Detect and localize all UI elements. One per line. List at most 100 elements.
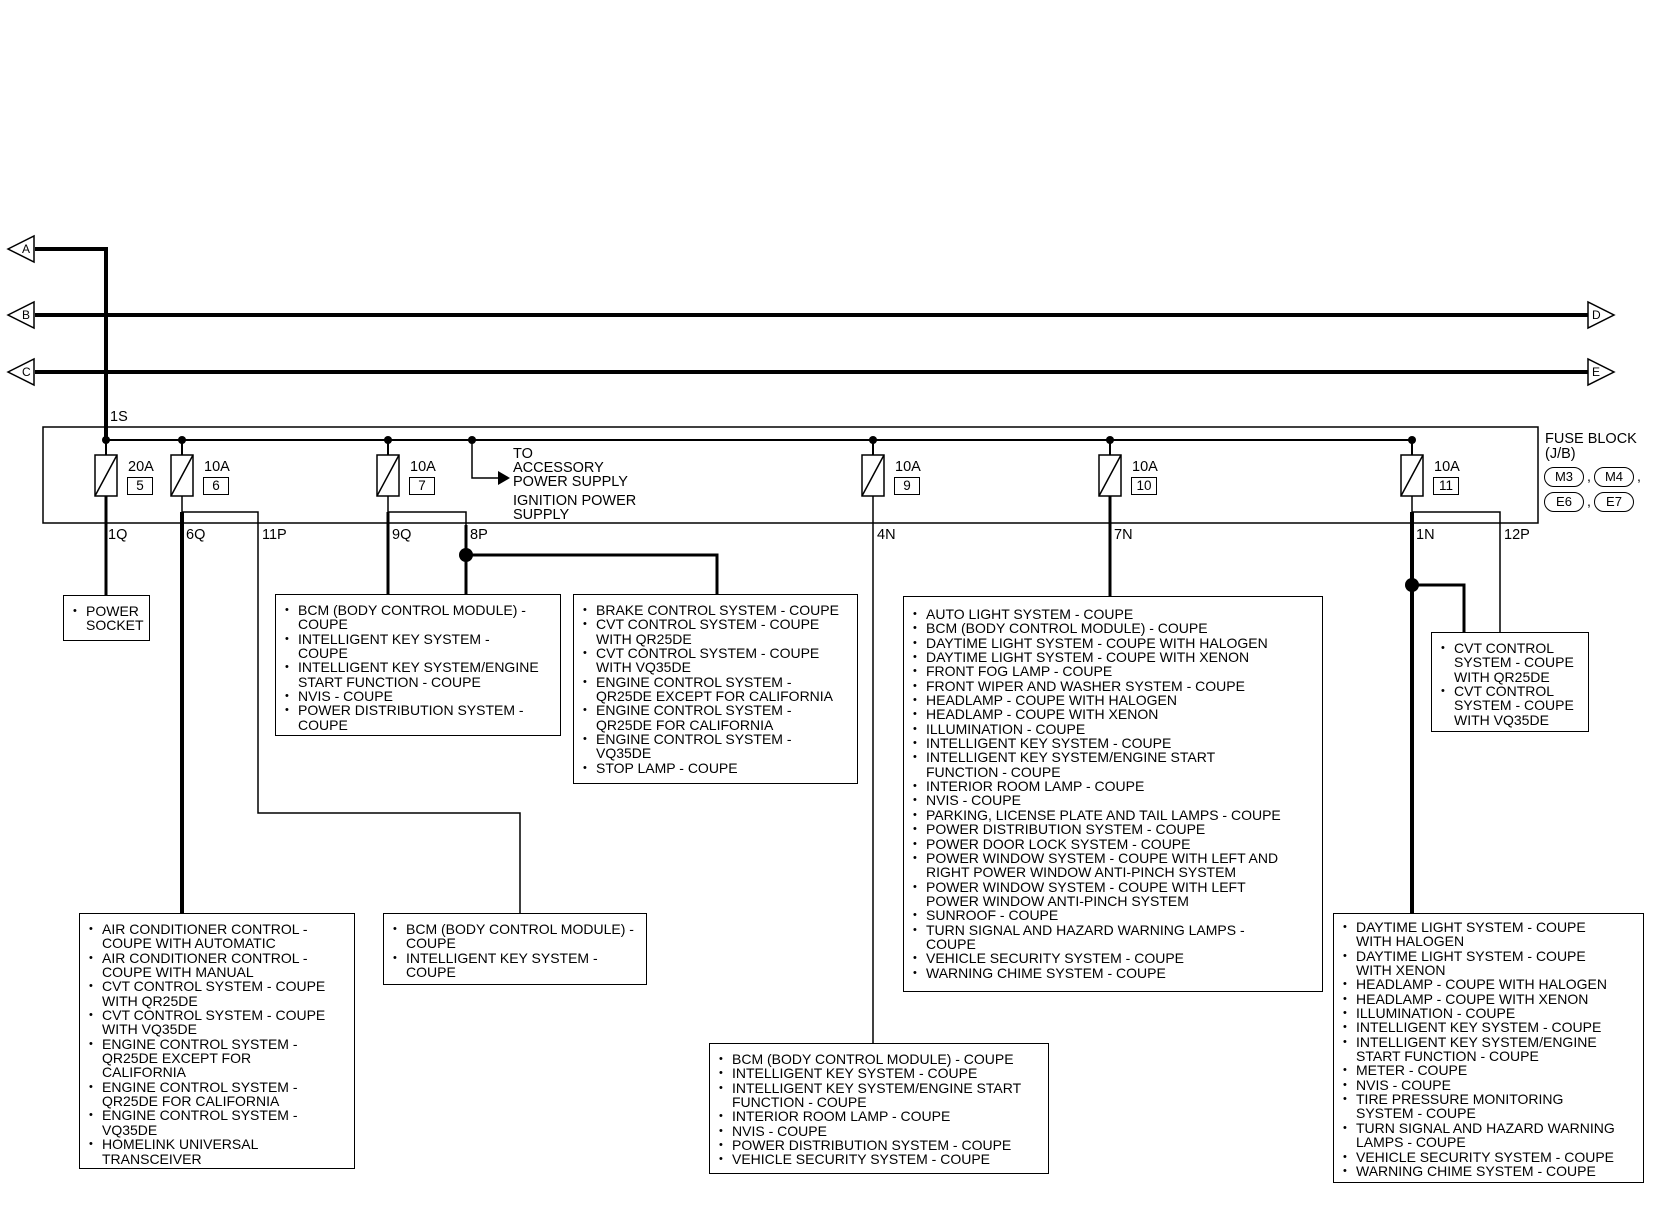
fuse-block-label: FUSE BLOCK (J/B)	[1545, 431, 1637, 462]
list-item: BCM (BODY CONTROL MODULE) - COUPE	[276, 603, 560, 632]
connector-e-shape	[1587, 357, 1616, 387]
ignition-note: IGNITION POWER SUPPLY	[513, 493, 637, 523]
list-item: TURN SIGNAL AND HAZARD WARNING LAMPS - C…	[904, 922, 1322, 952]
fuse-11-num: 11	[1433, 477, 1459, 495]
list-item: METER - COUPE	[1334, 1063, 1643, 1078]
terminal-11p: 11P	[262, 527, 287, 543]
auto-light-7n-box: AUTO LIGHT SYSTEM - COUPEBCM (BODY CONTR…	[903, 596, 1323, 992]
list-item: INTELLIGENT KEY SYSTEM/ENGINE START FUNC…	[276, 660, 560, 689]
list-item: NVIS - COUPE	[276, 689, 560, 704]
terminal-9q: 9Q	[392, 527, 412, 543]
list-item: CVT CONTROL SYSTEM - COUPE WITH QR25DE	[574, 617, 857, 646]
connector-e6: E6	[1544, 492, 1584, 512]
list-item: ENGINE CONTROL SYSTEM - QR25DE FOR CALIF…	[80, 1080, 354, 1109]
connector-b-label: B	[22, 308, 31, 322]
list-item: AUTO LIGHT SYSTEM - COUPE	[904, 607, 1322, 622]
bcm-4n-box: BCM (BODY CONTROL MODULE) - COUPEINTELLI…	[709, 1043, 1049, 1174]
connector-d-shape	[1587, 300, 1616, 330]
connector-e7: E7	[1594, 492, 1634, 512]
splice-dots	[102, 436, 1419, 592]
list-item: HEADLAMP - COUPE WITH HALOGEN	[1334, 977, 1643, 992]
fuse-7-num: 7	[409, 477, 435, 495]
bcm-9q-box: BCM (BODY CONTROL MODULE) - COUPEINTELLI…	[275, 594, 561, 736]
list-item: NVIS - COUPE	[710, 1123, 1048, 1138]
list-item: ENGINE CONTROL SYSTEM - QR25DE EXCEPT FO…	[80, 1037, 354, 1080]
terminal-7n: 7N	[1114, 527, 1133, 543]
wire-a	[35, 247, 108, 440]
list-item: INTERIOR ROOM LAMP - COUPE	[904, 779, 1322, 794]
list-item: HEADLAMP - COUPE WITH XENON	[904, 707, 1322, 722]
list-item: HEADLAMP - COUPE WITH XENON	[1334, 991, 1643, 1006]
fuse-11-amp: 10A	[1434, 459, 1460, 475]
fuse-6-amp: 10A	[204, 459, 230, 475]
power-socket-box: POWER SOCKET	[63, 595, 150, 641]
fuse-10-num: 10	[1131, 477, 1157, 495]
connector-m4: M4	[1594, 467, 1634, 487]
terminal-1s: 1S	[110, 409, 128, 425]
list-item: FRONT FOG LAMP - COUPE	[904, 664, 1322, 679]
list-item: POWER WINDOW SYSTEM - COUPE WITH LEFT PO…	[904, 879, 1322, 909]
list-item: DAYTIME LIGHT SYSTEM - COUPE WITH HALOGE…	[1334, 920, 1643, 949]
list-item: INTELLIGENT KEY SYSTEM - COUPE	[384, 951, 646, 980]
list-item: WARNING CHIME SYSTEM - COUPE	[1334, 1163, 1643, 1178]
list-item: INTERIOR ROOM LAMP - COUPE	[710, 1109, 1048, 1124]
list-item: ENGINE CONTROL SYSTEM - QR25DE FOR CALIF…	[574, 703, 857, 732]
list-item: CVT CONTROL SYSTEM - COUPE WITH VQ35DE	[1432, 684, 1588, 727]
list-item: BCM (BODY CONTROL MODULE) - COUPE	[904, 621, 1322, 636]
list-item: SUNROOF - COUPE	[904, 908, 1322, 923]
list-item: HOMELINK UNIVERSAL TRANSCEIVER	[80, 1137, 354, 1166]
list-item: INTELLIGENT KEY SYSTEM - COUPE	[710, 1066, 1048, 1081]
terminal-6q: 6Q	[186, 527, 206, 543]
connector-a-label: A	[22, 242, 31, 256]
list-item: ILLUMINATION - COUPE	[1334, 1006, 1643, 1021]
list-item: DAYTIME LIGHT SYSTEM - COUPE WITH HALOGE…	[904, 635, 1322, 650]
list-item: INTELLIGENT KEY SYSTEM - COUPE	[904, 736, 1322, 751]
list-item: POWER SOCKET	[64, 604, 149, 633]
list-item: CVT CONTROL SYSTEM - COUPE WITH QR25DE	[80, 979, 354, 1008]
list-item: INTELLIGENT KEY SYSTEM/ENGINE START FUNC…	[710, 1081, 1048, 1110]
list-item: BCM (BODY CONTROL MODULE) - COUPE	[710, 1052, 1048, 1067]
connector-b-shape	[6, 300, 35, 330]
list-item: NVIS - COUPE	[1334, 1077, 1643, 1092]
fuse-6-num: 6	[203, 477, 229, 495]
accessory-note: TO ACCESSORY POWER SUPPLY	[513, 446, 628, 490]
list-item: AIR CONDITIONER CONTROL - COUPE WITH AUT…	[80, 922, 354, 951]
list-item: POWER DOOR LOCK SYSTEM - COUPE	[904, 836, 1322, 851]
list-item: STOP LAMP - COUPE	[574, 760, 857, 775]
list-item: NVIS - COUPE	[904, 793, 1322, 808]
list-item: POWER DISTRIBUTION SYSTEM - COUPE	[276, 703, 560, 732]
connector-d-label: D	[1592, 308, 1601, 322]
list-item: TIRE PRESSURE MONITORING SYSTEM - COUPE	[1334, 1092, 1643, 1121]
fuse-9-amp: 10A	[895, 459, 921, 475]
list-item: POWER DISTRIBUTION SYSTEM - COUPE	[710, 1138, 1048, 1153]
list-item: POWER WINDOW SYSTEM - COUPE WITH LEFT AN…	[904, 851, 1322, 880]
list-item: CVT CONTROL SYSTEM - COUPE WITH QR25DE	[1432, 641, 1588, 684]
list-item: CVT CONTROL SYSTEM - COUPE WITH VQ35DE	[574, 646, 857, 675]
connector-e-label: E	[1592, 365, 1601, 379]
cvt-12p-box: CVT CONTROL SYSTEM - COUPE WITH QR25DECV…	[1431, 632, 1589, 732]
list-item: INTELLIGENT KEY SYSTEM/ENGINE START FUNC…	[1334, 1035, 1643, 1064]
terminal-1q: 1Q	[108, 527, 128, 543]
terminal-4n: 4N	[877, 527, 896, 543]
connector-m3: M3	[1544, 467, 1584, 487]
list-item: INTELLIGENT KEY SYSTEM/ENGINE START FUNC…	[904, 750, 1322, 779]
list-item: POWER DISTRIBUTION SYSTEM - COUPE	[904, 822, 1322, 837]
fuse-5-num: 5	[127, 477, 153, 495]
list-item: HEADLAMP - COUPE WITH HALOGEN	[904, 693, 1322, 708]
list-item: INTELLIGENT KEY SYSTEM - COUPE	[1334, 1020, 1643, 1035]
list-item: ENGINE CONTROL SYSTEM - VQ35DE	[574, 732, 857, 761]
fuse-9-num: 9	[894, 477, 920, 495]
brake-8p-box: BRAKE CONTROL SYSTEM - COUPECVT CONTROL …	[573, 594, 858, 784]
comma: ,	[1587, 468, 1591, 484]
list-item: ENGINE CONTROL SYSTEM - QR25DE EXCEPT FO…	[574, 675, 857, 704]
list-item: DAYTIME LIGHT SYSTEM - COUPE WITH XENON	[1334, 949, 1643, 978]
terminal-12p: 12P	[1504, 527, 1530, 543]
list-item: VEHICLE SECURITY SYSTEM - COUPE	[710, 1152, 1048, 1167]
fuse-symbols	[94, 454, 1424, 497]
list-item: INTELLIGENT KEY SYSTEM - COUPE	[276, 632, 560, 661]
fuse-5-amp: 20A	[128, 459, 154, 475]
list-item: VEHICLE SECURITY SYSTEM - COUPE	[904, 951, 1322, 966]
fuse-block-outline	[42, 426, 1539, 524]
list-item: ENGINE CONTROL SYSTEM - VQ35DE	[80, 1108, 354, 1137]
